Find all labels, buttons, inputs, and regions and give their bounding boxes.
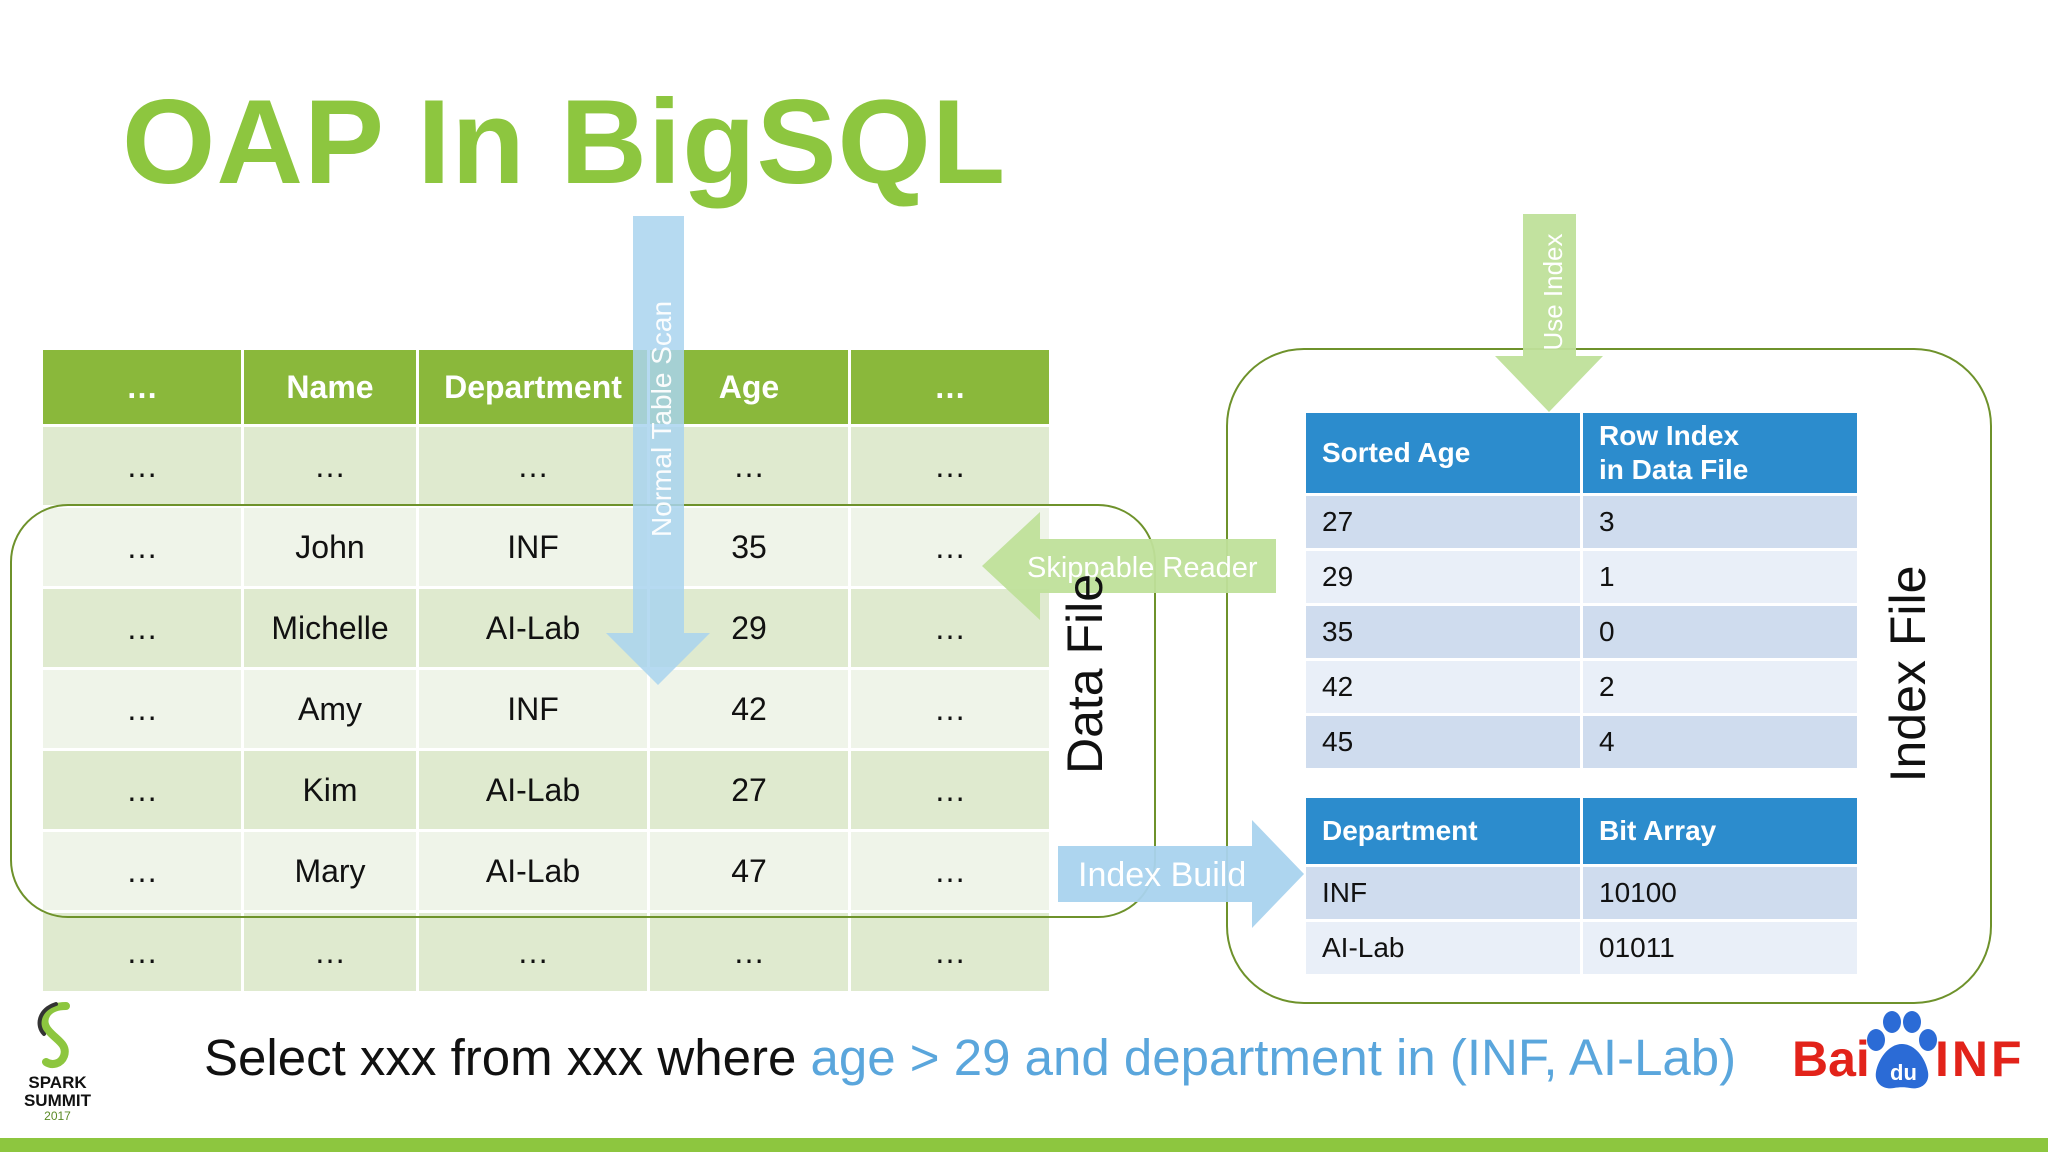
- table-cell: INF: [1306, 867, 1580, 919]
- spark-logo-year: 2017: [44, 1109, 71, 1123]
- header-cell: …: [851, 350, 1049, 424]
- query-highlight: age > 29 and department in (INF, AI-Lab): [810, 1029, 1737, 1086]
- table-cell: …: [43, 589, 241, 667]
- header-cell: Bit Array: [1583, 798, 1857, 864]
- index-file-label: Index File: [1880, 565, 1936, 783]
- table-cell: 35: [1306, 606, 1580, 658]
- header-cell: …: [43, 350, 241, 424]
- table-cell: 01011: [1583, 922, 1857, 974]
- table-cell: John: [244, 508, 416, 586]
- table-cell: …: [419, 427, 647, 505]
- header-cell-sorted-age: Sorted Age: [1306, 413, 1580, 493]
- table-cell: …: [851, 670, 1049, 748]
- table-cell: 10100: [1583, 867, 1857, 919]
- table-cell: 47: [650, 832, 848, 910]
- table-cell: 4: [1583, 716, 1857, 768]
- table-cell: AI-Lab: [419, 832, 647, 910]
- table-cell: AI-Lab: [419, 751, 647, 829]
- table-cell: 2: [1583, 661, 1857, 713]
- header-row-index-line1: Row Index: [1599, 420, 1740, 451]
- table-row: ……………: [43, 913, 1049, 991]
- table-cell: AI-Lab: [419, 589, 647, 667]
- table-cell: …: [851, 751, 1049, 829]
- table-cell: 27: [1306, 496, 1580, 548]
- index-build-label: Index Build: [1078, 856, 1247, 894]
- table-cell: …: [650, 913, 848, 991]
- use-index-label: Use Index: [1538, 233, 1568, 351]
- table-cell: 1: [1583, 551, 1857, 603]
- baidu-logo-right-text: INF: [1935, 1031, 2025, 1087]
- table-cell: 27: [650, 751, 848, 829]
- normal-table-scan-label: Normal Table Scan: [646, 300, 677, 538]
- baidu-paw-icon: [1867, 1011, 1937, 1089]
- table-cell: INF: [419, 670, 647, 748]
- table-cell: …: [43, 427, 241, 505]
- table-cell: 42: [1306, 661, 1580, 713]
- table-cell: …: [43, 913, 241, 991]
- skippable-reader-label: Skippable Reader: [1027, 552, 1258, 584]
- table-cell: …: [851, 427, 1049, 505]
- use-index-arrow: [1495, 214, 1603, 412]
- data-file-label: Data File: [1057, 573, 1113, 774]
- table-cell: INF: [419, 508, 647, 586]
- table-cell: …: [851, 913, 1049, 991]
- header-cell: Department: [1306, 798, 1580, 864]
- table-cell: 0: [1583, 606, 1857, 658]
- bottom-accent-bar: [0, 1138, 2048, 1152]
- table-cell: …: [43, 508, 241, 586]
- table-cell: …: [43, 832, 241, 910]
- table-cell: …: [851, 589, 1049, 667]
- spark-logo-text-line1: SPARK: [28, 1073, 87, 1092]
- table-cell: …: [419, 913, 647, 991]
- header-cell: Name: [244, 350, 416, 424]
- skippable-reader-arrow: [982, 512, 1276, 620]
- table-cell: …: [244, 427, 416, 505]
- table-cell: …: [244, 913, 416, 991]
- baidu-logo-left-text: Bai: [1792, 1031, 1870, 1087]
- baidu-logo-paw-text: du: [1890, 1060, 1917, 1085]
- index-file-outline: [1226, 348, 1992, 1004]
- normal-table-scan-arrow: [606, 216, 710, 685]
- table-cell: …: [43, 751, 241, 829]
- table-cell: Mary: [244, 832, 416, 910]
- slide-title: OAP In BigSQL: [122, 75, 1007, 209]
- index-build-arrow: [1058, 820, 1304, 928]
- table-cell: Amy: [244, 670, 416, 748]
- table-cell: 42: [650, 670, 848, 748]
- query-text: Select xxx from xxx where age > 29 and d…: [204, 1028, 1736, 1087]
- table-row: ……………: [43, 427, 1049, 505]
- table-cell: Kim: [244, 751, 416, 829]
- table-cell: 45: [1306, 716, 1580, 768]
- spark-summit-logo-icon: [37, 1002, 70, 1068]
- table-cell: 29: [1306, 551, 1580, 603]
- header-cell: Department: [419, 350, 647, 424]
- table-cell: AI-Lab: [1306, 922, 1580, 974]
- table-cell: Michelle: [244, 589, 416, 667]
- table-cell: 3: [1583, 496, 1857, 548]
- header-cell-row-index: Row Index in Data File: [1583, 413, 1857, 493]
- query-plain: Select xxx from xxx where: [204, 1029, 811, 1086]
- header-row-index-line2: in Data File: [1599, 454, 1749, 485]
- spark-logo-text-line2: SUMMIT: [23, 1091, 92, 1110]
- table-cell: …: [851, 832, 1049, 910]
- table-header-row: Sorted Age Row Index in Data File: [1306, 413, 1857, 493]
- table-cell: …: [43, 670, 241, 748]
- data-file-outline: [10, 504, 1156, 918]
